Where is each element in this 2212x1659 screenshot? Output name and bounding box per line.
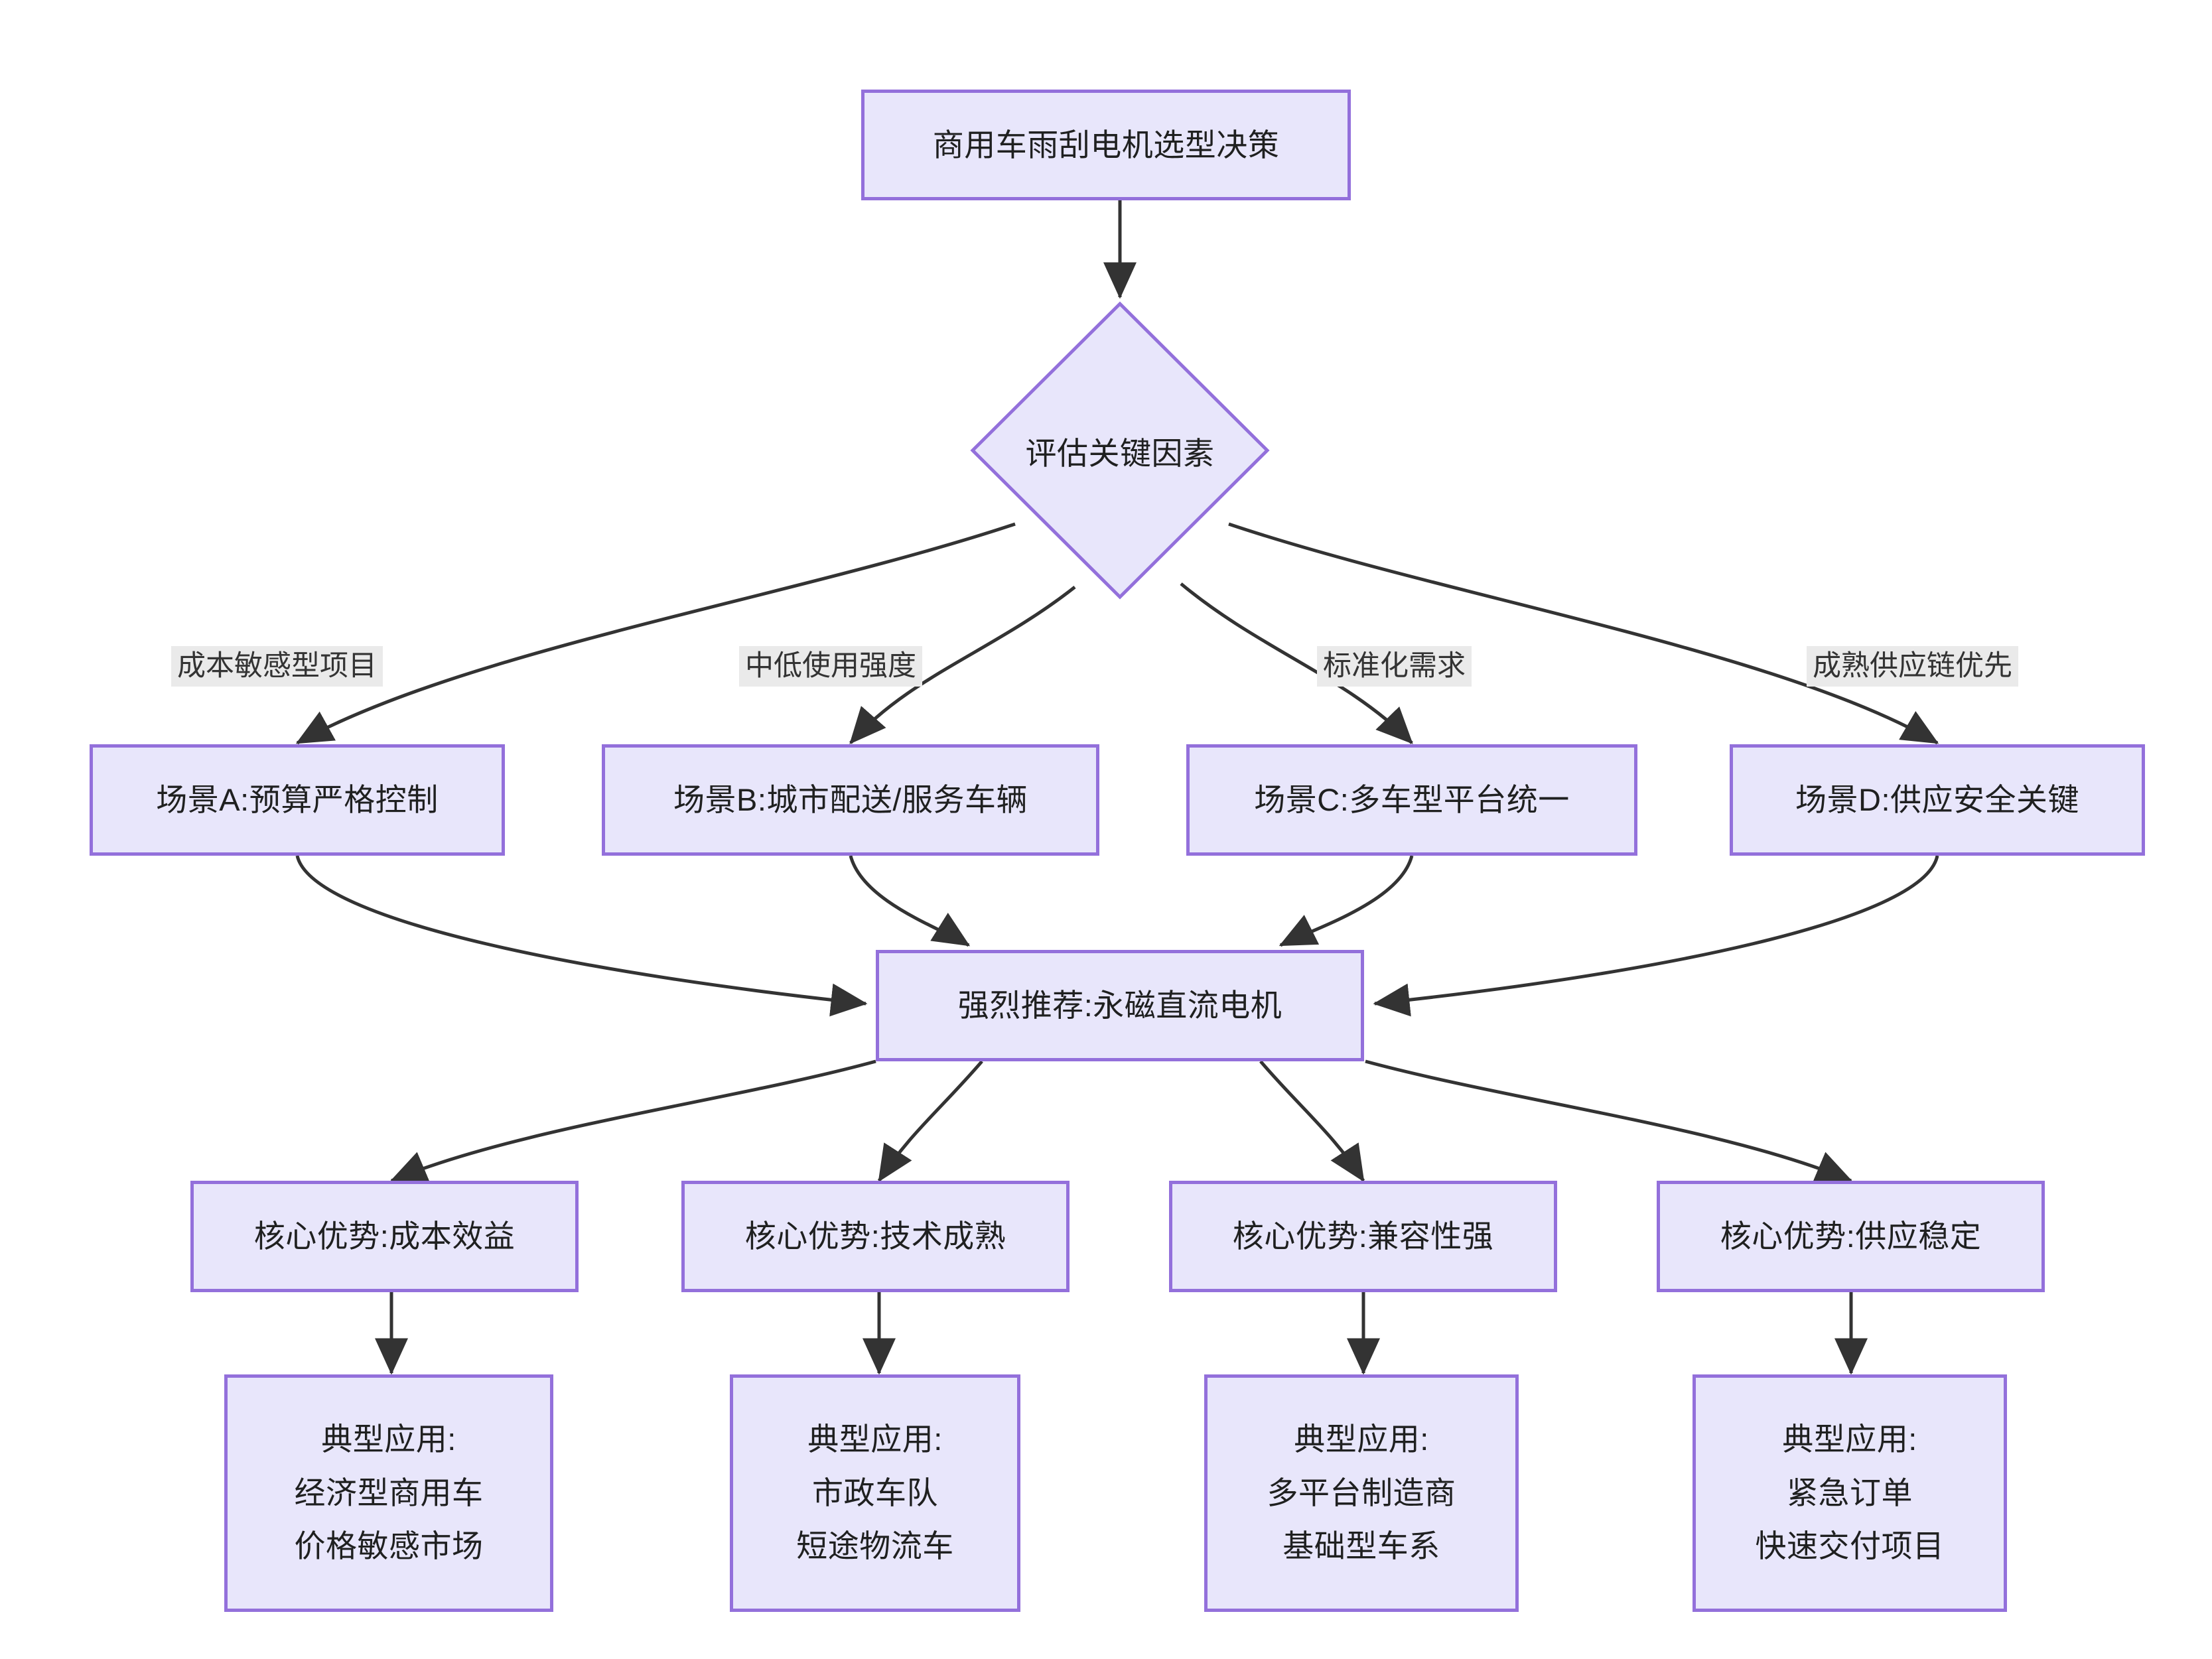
node-scenario-b[interactable]: 场景B:城市配送/服务车辆 — [602, 744, 1099, 856]
node-scenario-a-label: 场景A:预算严格控制 — [156, 782, 439, 818]
node-recommendation[interactable]: 强烈推荐:永磁直流电机 — [876, 950, 1364, 1061]
edge-label-standardization: 标准化需求 — [1317, 646, 1472, 687]
edge-scenarioD-recommendation — [1373, 855, 1939, 1017]
edge-scenarioC-recommendation — [1279, 855, 1414, 947]
node-recommendation-label: 强烈推荐:永磁直流电机 — [957, 988, 1282, 1024]
node-advantage-compatibility[interactable]: 核心优势:兼容性强 — [1169, 1181, 1557, 1292]
edge-label-text: 标准化需求 — [1323, 650, 1466, 682]
node-advantage-cost[interactable]: 核心优势:成本效益 — [190, 1181, 579, 1292]
node-application-municipal[interactable]: 典型应用: 市政车队 短途物流车 — [730, 1374, 1020, 1612]
edge-recommendation-advantage3 — [1259, 1060, 1365, 1183]
node-decision-label: 评估关键因素 — [1025, 435, 1215, 471]
edge-label-cost-sensitive: 成本敏感型项目 — [171, 646, 383, 687]
edge-decision-scenarioB — [849, 586, 1076, 744]
edge-scenarioB-recommendation — [849, 855, 971, 947]
node-scenario-a[interactable]: 场景A:预算严格控制 — [90, 744, 505, 856]
node-advantage-maturity-label: 核心优势:技术成熟 — [744, 1219, 1006, 1254]
node-application-economy[interactable]: 典型应用: 经济型商用车 价格敏感市场 — [224, 1374, 553, 1612]
node-application-municipal-label: 典型应用: 市政车队 短途物流车 — [796, 1421, 954, 1564]
node-advantage-supply[interactable]: 核心优势:供应稳定 — [1657, 1181, 2045, 1292]
edge-label-supply-chain: 成熟供应链优先 — [1807, 646, 2018, 687]
node-application-multiplatform-label: 典型应用: 多平台制造商 基础型车系 — [1267, 1421, 1456, 1564]
node-advantage-compatibility-label: 核心优势:兼容性强 — [1232, 1219, 1494, 1254]
node-application-multiplatform[interactable]: 典型应用: 多平台制造商 基础型车系 — [1204, 1374, 1519, 1612]
node-advantage-supply-label: 核心优势:供应稳定 — [1720, 1219, 1982, 1254]
node-advantage-maturity[interactable]: 核心优势:技术成熟 — [681, 1181, 1070, 1292]
node-root-label: 商用车雨刮电机选型决策 — [932, 127, 1280, 163]
node-scenario-c-label: 场景C:多车型平台统一 — [1254, 782, 1570, 818]
node-scenario-c[interactable]: 场景C:多车型平台统一 — [1186, 744, 1637, 856]
edge-scenarioA-recommendation — [295, 855, 868, 1017]
edge-label-text: 成本敏感型项目 — [177, 650, 377, 682]
node-root[interactable]: 商用车雨刮电机选型决策 — [861, 90, 1351, 200]
edge-recommendation-advantage1 — [389, 1059, 876, 1183]
node-scenario-d-label: 场景D:供应安全关键 — [1795, 782, 2079, 818]
edge-decision-scenarioC — [1180, 582, 1413, 744]
node-advantage-cost-label: 核心优势:成本效益 — [253, 1219, 516, 1254]
node-decision[interactable]: 评估关键因素 — [970, 301, 1270, 600]
edge-label-text: 成熟供应链优先 — [1813, 650, 2012, 682]
edge-label-usage-intensity: 中低使用强度 — [739, 646, 922, 687]
node-application-urgent[interactable]: 典型应用: 紧急订单 快速交付项目 — [1693, 1374, 2007, 1612]
node-application-urgent-label: 典型应用: 紧急订单 快速交付项目 — [1755, 1421, 1945, 1564]
edge-recommendation-advantage4 — [1365, 1059, 1853, 1183]
edge-decision-scenarioA — [295, 522, 1016, 745]
edge-label-text: 中低使用强度 — [745, 650, 916, 682]
edge-recommendation-advantage2 — [877, 1060, 983, 1183]
node-scenario-d[interactable]: 场景D:供应安全关键 — [1730, 744, 2145, 856]
edge-decision-scenarioD — [1228, 522, 1939, 745]
node-application-economy-label: 典型应用: 经济型商用车 价格敏感市场 — [294, 1421, 484, 1564]
diamond-shape — [970, 301, 1270, 600]
node-scenario-b-label: 场景B:城市配送/服务车辆 — [673, 782, 1028, 818]
